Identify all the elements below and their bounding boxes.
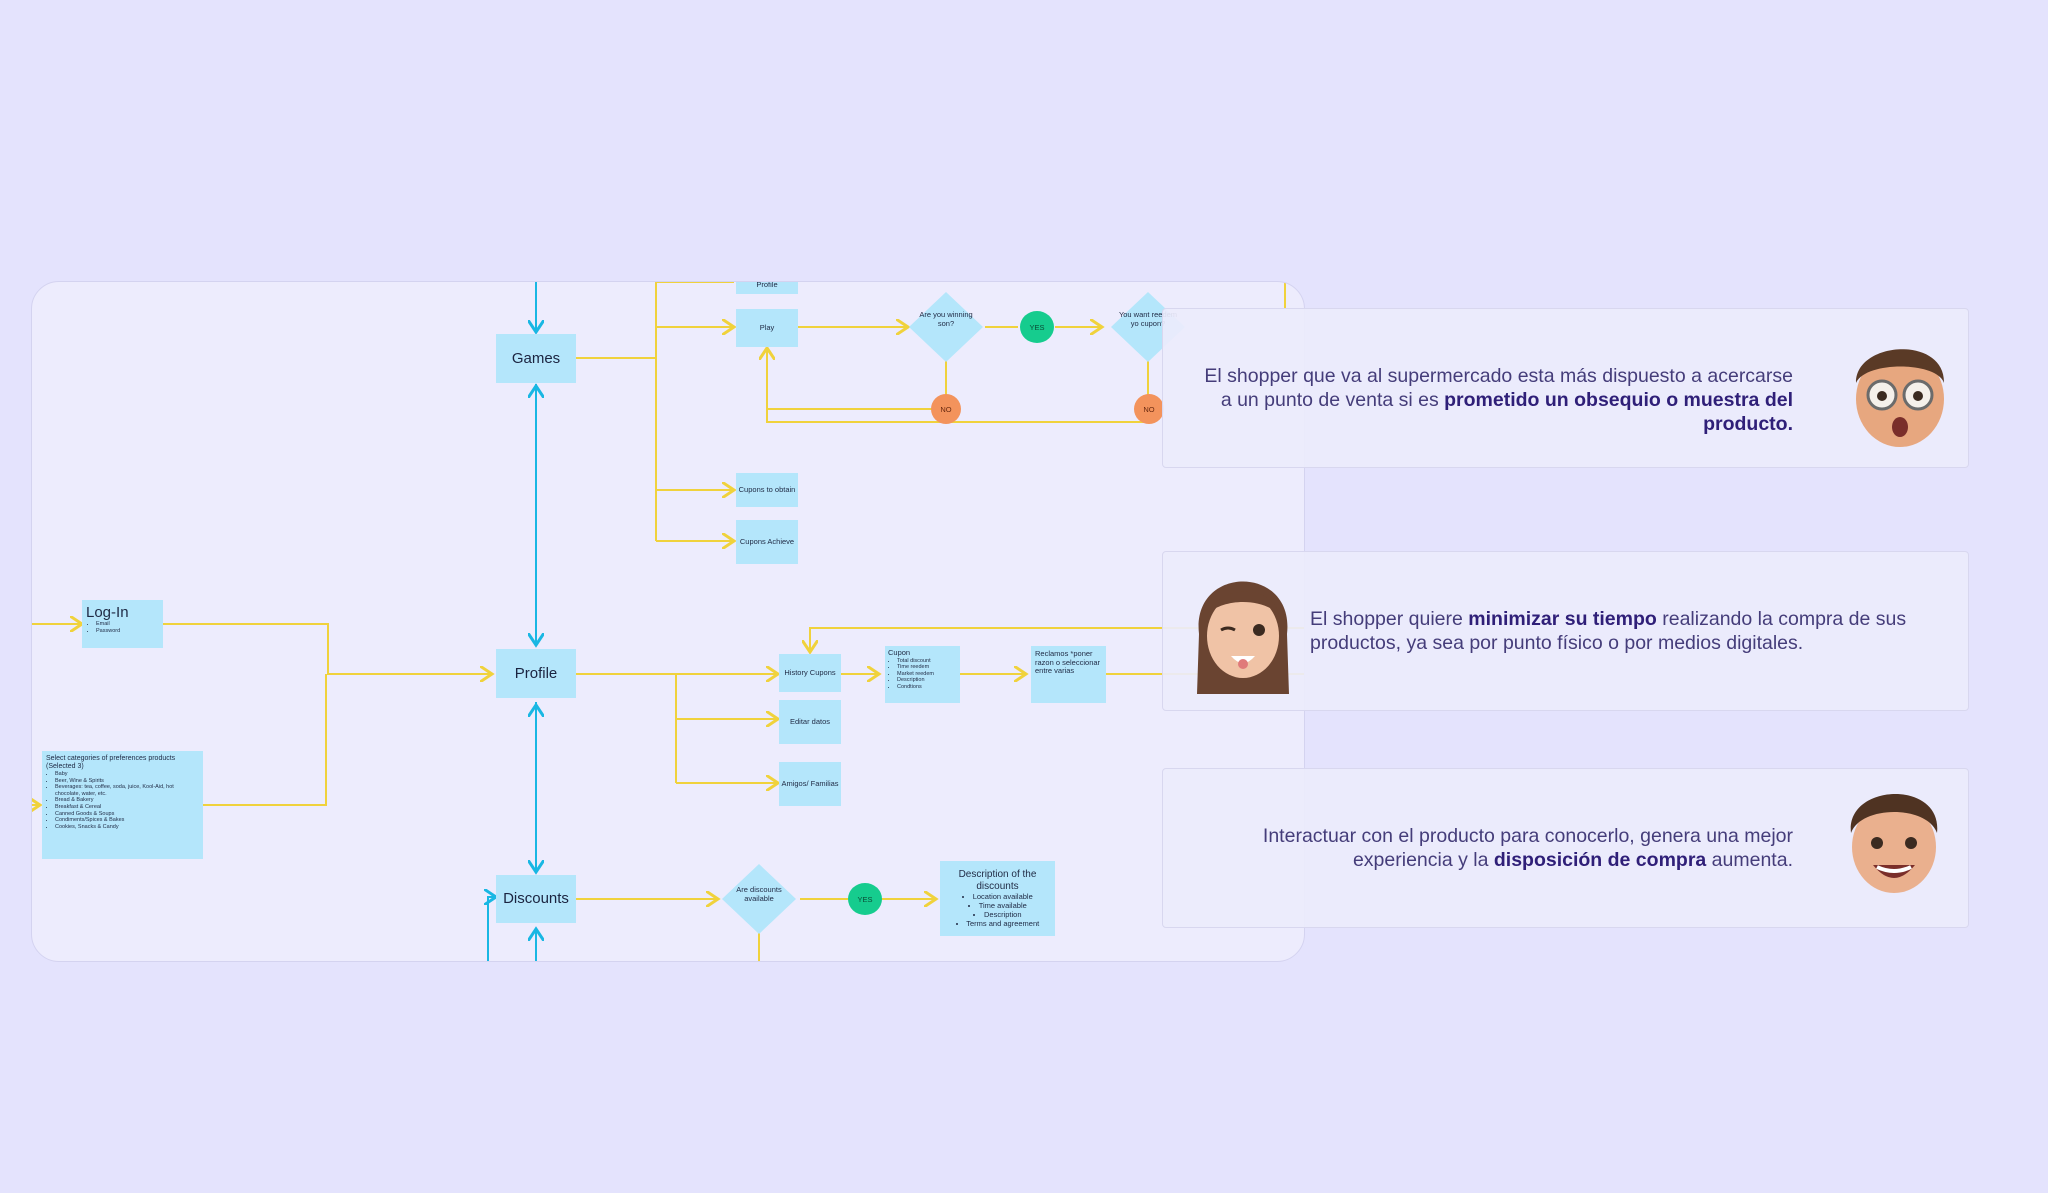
login-item: Password <box>96 628 120 635</box>
no-badge: NO <box>1134 394 1164 424</box>
category-item: Breakfast & Cereal <box>55 804 199 811</box>
cupon-item: Condtions <box>897 684 934 691</box>
quote-card-1: El shopper que va al supermercado esta m… <box>1162 308 1969 468</box>
category-item: Cookies, Snacks & Candy <box>55 824 199 831</box>
yes-badge: YES <box>848 883 882 915</box>
avatar-boy-smile-icon <box>1850 793 1938 893</box>
cupon-title: Cupon <box>888 648 911 657</box>
node-profile-top[interactable]: Profile <box>736 282 798 294</box>
login-title: Log-In <box>86 604 129 621</box>
label-discounts-available: Are discounts available <box>736 885 782 903</box>
diamond-discounts <box>722 864 796 934</box>
quote-card-3: Interactuar con el producto para conocer… <box>1162 768 1969 928</box>
quote-emphasis: minimizar su tiempo <box>1468 608 1657 630</box>
cupon-item: Description <box>897 677 934 684</box>
node-login[interactable]: Log-In Email Password <box>82 600 163 648</box>
node-editar-datos[interactable]: Editar datos <box>779 700 841 744</box>
node-cupons-achieve[interactable]: Cupons Achieve <box>736 520 798 564</box>
category-item: Canned Goods & Soups <box>55 811 199 818</box>
category-item: Bread & Bakery <box>55 797 199 804</box>
quote-text-part: El shopper quiere <box>1310 608 1469 630</box>
node-games[interactable]: Games <box>496 334 576 383</box>
description-item: Description <box>956 910 1039 919</box>
cupon-item: Total discount <box>897 658 934 665</box>
quote-card-2: El shopper quiere minimizar su tiempo re… <box>1162 551 1969 711</box>
category-item: Beverages: tea, coffee, soda, juice, Koo… <box>55 784 199 797</box>
login-item: Email <box>96 621 120 628</box>
quote-text-1: El shopper que va al supermercado esta m… <box>1193 364 1793 436</box>
categories-title: Select categories of preferences product… <box>46 755 176 771</box>
category-item: Beer, Wine & Spirits <box>55 778 199 785</box>
quote-text-part: realizando la compra de sus productos, y… <box>1310 608 1907 654</box>
yes-badge: YES <box>1020 311 1054 343</box>
node-reclamos[interactable]: Reclamos *poner razon o seleccionar entr… <box>1031 646 1106 703</box>
label-winning: Are you winning son? <box>919 310 973 328</box>
avatar-man-glasses-icon <box>1855 349 1945 447</box>
quote-text-part: El shopper que va al supermercado esta m… <box>1204 365 1793 411</box>
category-item: Baby <box>55 771 199 778</box>
diamond-winning <box>909 292 983 362</box>
flow-diagram-frame: Games Profile Discounts Log-In Email Pas… <box>31 281 1305 962</box>
description-item: Terms and agreement <box>956 919 1039 928</box>
node-categories[interactable]: Select categories of preferences product… <box>42 751 203 859</box>
no-badge: NO <box>931 394 961 424</box>
quote-text-3: Interactuar con el producto para conocer… <box>1173 824 1793 872</box>
label-redeem: You want reedem yo cupon? <box>1118 310 1178 328</box>
flow-connectors <box>32 282 1304 961</box>
avatar-woman-wink-icon <box>1197 581 1289 694</box>
quote-text-part: Interactuar con el producto para conocer… <box>1262 825 1793 871</box>
node-amigos[interactable]: Amigos/ Familias <box>779 762 841 806</box>
quote-emphasis: disposición de compra <box>1493 849 1707 871</box>
description-item: Time available <box>956 901 1039 910</box>
node-cupons-obtain[interactable]: Cupons to obtain <box>736 473 798 507</box>
node-description-discounts[interactable]: Description of the discounts Location av… <box>940 861 1055 936</box>
category-item: Condiments/Spices & Bakes <box>55 817 199 824</box>
node-history-cupons[interactable]: History Cupons <box>779 654 841 692</box>
quote-text-2: El shopper quiere minimizar su tiempo re… <box>1310 607 1940 655</box>
node-cupon[interactable]: Cupon Total discount Time reedem Market … <box>885 646 960 703</box>
quote-text-part: aumenta. <box>1706 849 1793 871</box>
node-discounts[interactable]: Discounts <box>496 875 576 923</box>
description-item: Location available <box>956 892 1039 901</box>
cupon-item: Time reedem <box>897 664 934 671</box>
node-play[interactable]: Play <box>736 309 798 347</box>
node-profile[interactable]: Profile <box>496 649 576 698</box>
description-title: Description of the discounts <box>958 869 1037 892</box>
quote-emphasis: prometido un obsequio o muestra del prod… <box>1444 389 1793 435</box>
cupon-item: Market reedem <box>897 671 934 678</box>
